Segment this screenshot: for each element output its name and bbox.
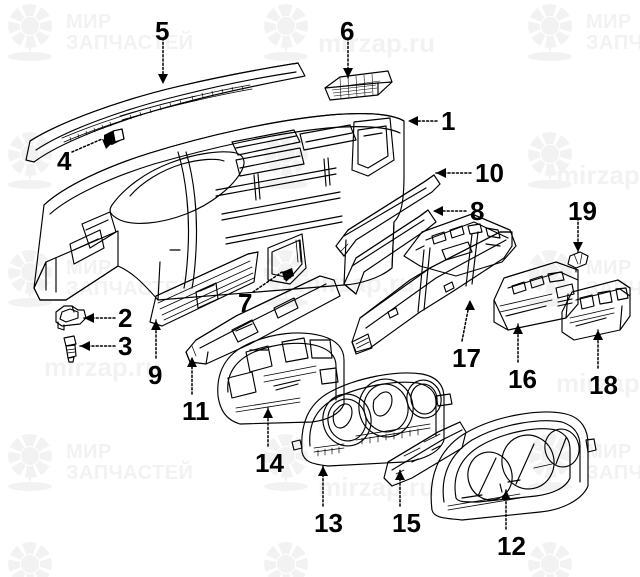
leader-line bbox=[71, 138, 103, 153]
callout-number-6[interactable]: 6 bbox=[340, 16, 355, 46]
callout-number-16[interactable]: 16 bbox=[508, 364, 537, 394]
callout-number-9[interactable]: 9 bbox=[148, 360, 163, 390]
part-10-upper-trim-strip bbox=[335, 174, 441, 257]
part-16-radio-head-unit bbox=[493, 261, 579, 331]
callout-number-13[interactable]: 13 bbox=[314, 508, 343, 538]
leader-arrowhead bbox=[465, 300, 475, 310]
part-12-gauge-cluster-housing-right bbox=[430, 411, 597, 521]
callout-number-17[interactable]: 17 bbox=[452, 343, 481, 373]
callout-number-3[interactable]: 3 bbox=[118, 331, 133, 361]
part-11-knee-bolster-bracket bbox=[185, 275, 341, 365]
part-5-defroster-grille-trim bbox=[25, 62, 306, 163]
part-4-retainer-clip bbox=[104, 128, 125, 145]
leader-arrowhead bbox=[395, 470, 405, 480]
leader-arrowhead bbox=[343, 68, 353, 78]
part-8-lower-trim-strip bbox=[343, 209, 437, 295]
callout-number-10[interactable]: 10 bbox=[475, 158, 504, 188]
leader-arrowhead bbox=[158, 74, 168, 84]
callout-number-12[interactable]: 12 bbox=[497, 531, 526, 561]
part-9-glove-box-panel bbox=[149, 251, 259, 327]
callout-number-8[interactable]: 8 bbox=[470, 196, 485, 226]
callout-number-11[interactable]: 11 bbox=[182, 396, 210, 426]
callout-number-5[interactable]: 5 bbox=[155, 16, 170, 46]
leader-arrowhead bbox=[593, 330, 603, 340]
leader-arrowhead bbox=[318, 466, 328, 476]
callout-number-15[interactable]: 15 bbox=[392, 508, 421, 538]
leader-arrowhead bbox=[513, 324, 523, 334]
callout-number-4[interactable]: 4 bbox=[57, 146, 72, 176]
callout-number-19[interactable]: 19 bbox=[568, 196, 597, 226]
leader-arrowhead bbox=[102, 139, 113, 149]
callout-number-18[interactable]: 18 bbox=[589, 370, 618, 400]
leader-arrowhead bbox=[501, 490, 511, 500]
part-17-center-stack-support-frame bbox=[351, 231, 513, 355]
part-6-speaker-grille bbox=[324, 70, 393, 101]
part-14-cluster-bezel-frame bbox=[217, 332, 345, 425]
part-18-climate-control-faceplate bbox=[561, 279, 631, 341]
part-1-instrument-panel-body bbox=[33, 113, 405, 301]
part-17-upper-tray bbox=[403, 213, 517, 277]
part-2-mounting-clip-bracket bbox=[55, 305, 87, 331]
part-3-grommet-screw bbox=[63, 335, 77, 363]
leader-arrowhead bbox=[436, 168, 446, 178]
part-19-retaining-clip bbox=[567, 251, 589, 273]
leader-arrowhead bbox=[187, 357, 197, 367]
leader-arrowhead bbox=[84, 313, 94, 323]
callout-number-1[interactable]: 1 bbox=[441, 106, 456, 136]
part-15-switch-carrier-strip bbox=[383, 421, 467, 487]
callout-number-7[interactable]: 7 bbox=[238, 288, 253, 318]
callout-number-2[interactable]: 2 bbox=[118, 303, 133, 333]
leader-arrowhead bbox=[408, 116, 418, 126]
leader-arrowhead bbox=[263, 408, 273, 418]
part-13-instrument-cluster-assembly bbox=[291, 372, 453, 467]
leader-arrowhead bbox=[573, 242, 583, 252]
leader-arrowhead bbox=[80, 341, 90, 351]
leader-arrowhead bbox=[151, 320, 161, 330]
callout-number-14[interactable]: 14 bbox=[255, 448, 284, 478]
leader-arrowhead bbox=[433, 206, 443, 216]
